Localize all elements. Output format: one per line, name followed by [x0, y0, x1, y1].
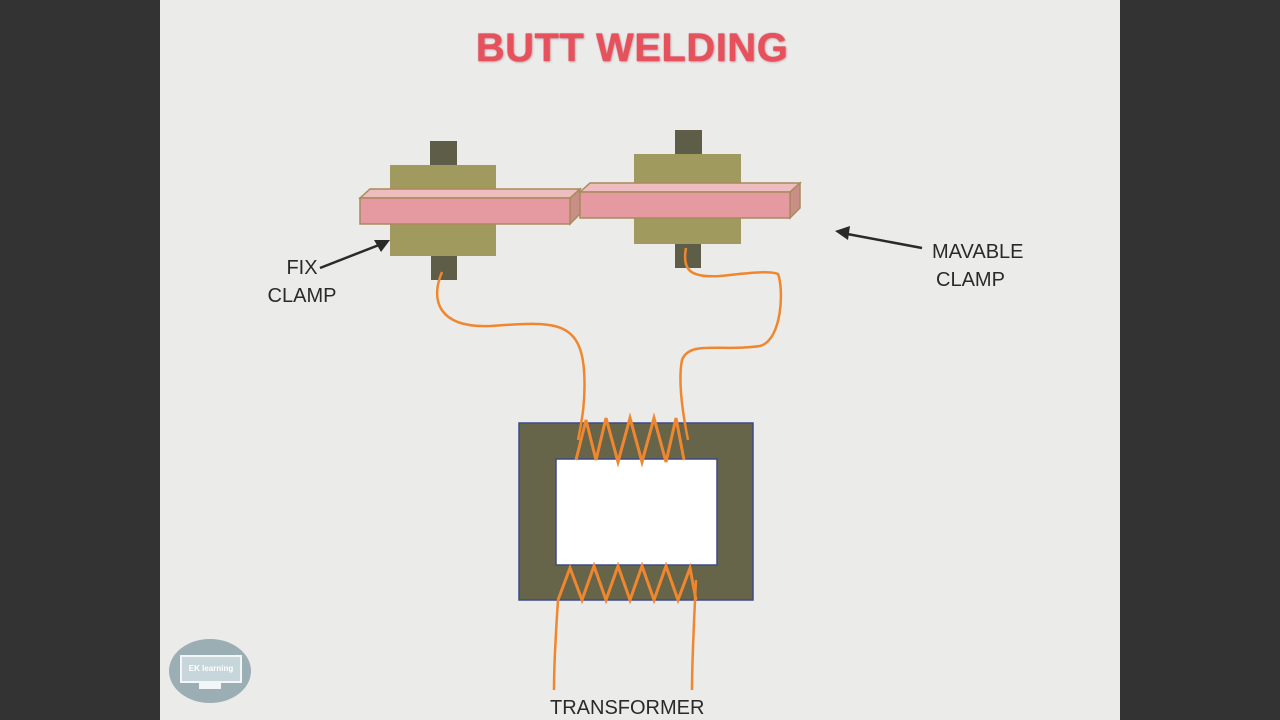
fix-clamp-bottom-stem — [431, 254, 457, 280]
logo-monitor-stand — [199, 683, 221, 689]
logo-monitor-icon: EK learning — [180, 655, 242, 683]
slide: BUTT WELDING — [160, 0, 1120, 720]
fix-clamp-top-stem — [430, 141, 457, 167]
movable-clamp-label-line2: CLAMP — [936, 269, 1005, 291]
movable-clamp-top-stem — [675, 130, 702, 157]
movable-clamp-label: MAVABLE CLAMP — [932, 238, 1024, 294]
coil-top — [574, 412, 686, 468]
fix-clamp-arrow-head — [374, 240, 390, 252]
workpiece-right-top — [578, 182, 802, 193]
movable-clamp-bottom-stem — [675, 242, 701, 268]
coil-bottom — [556, 561, 698, 605]
fix-clamp-label: FIX CLAMP — [262, 254, 342, 310]
lead-right — [690, 579, 698, 691]
fix-clamp-label-line2: CLAMP — [267, 285, 337, 307]
transformer-window — [555, 458, 718, 566]
wire-left — [435, 271, 586, 441]
fix-clamp-arrow — [319, 241, 385, 270]
transformer-label: TRANSFORMER — [550, 697, 705, 719]
letterbox-right — [1120, 0, 1280, 720]
wire-right — [679, 247, 783, 441]
movable-clamp-arrow — [841, 231, 923, 250]
fix-clamp-label-line1: FIX — [286, 257, 318, 279]
letterbox-left — [0, 0, 160, 720]
slide-title: BUTT WELDING — [475, 26, 789, 70]
movable-clamp-label-line1: MAVABLE — [932, 241, 1024, 263]
butt-welding-diagram — [319, 130, 923, 691]
lead-left — [552, 599, 560, 691]
channel-logo: EK learning — [169, 639, 251, 703]
workpiece-left-top — [358, 188, 582, 199]
workpiece-right-front — [579, 191, 791, 219]
workpiece-left-front — [359, 197, 571, 225]
movable-clamp-arrow-head — [835, 226, 850, 240]
